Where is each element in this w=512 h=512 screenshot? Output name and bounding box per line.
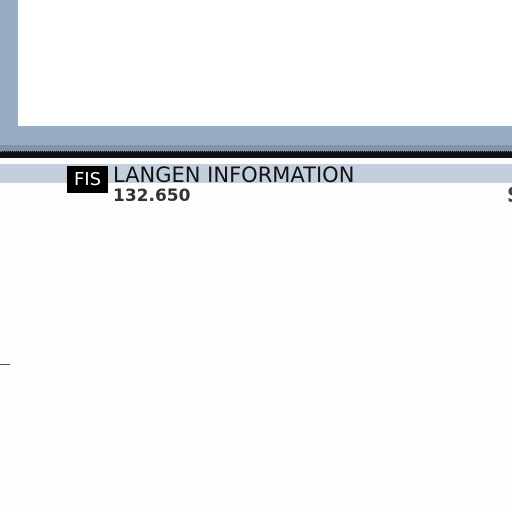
airspace-boundary-line (0, 151, 512, 158)
map-tick-mark (0, 364, 10, 365)
edge-label: S (507, 183, 512, 207)
frame-shadow (0, 145, 512, 151)
fis-badge: FIS (67, 166, 108, 193)
map-inset-panel (18, 0, 512, 126)
fis-frequency: 132.650 (113, 186, 191, 206)
airspace-band (0, 164, 512, 183)
fis-sector-name: LANGEN INFORMATION (113, 163, 355, 187)
